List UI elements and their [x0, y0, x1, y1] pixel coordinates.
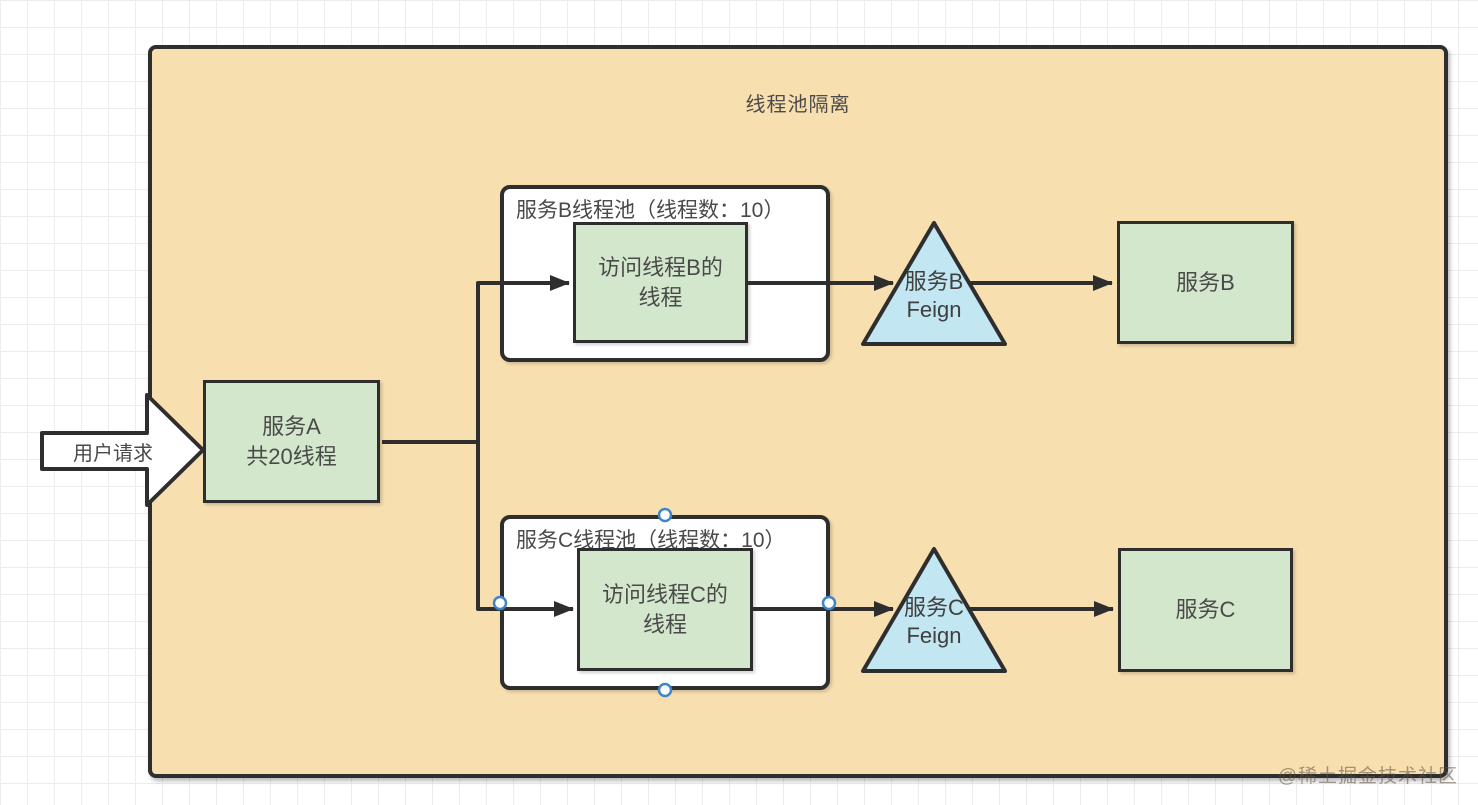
service-a-label-line1: 服务A: [262, 413, 321, 439]
service-b-node[interactable]: 服务B: [1117, 221, 1294, 344]
worker-b-node[interactable]: 访问线程B的 线程: [573, 222, 748, 343]
service-a-label-line2: 共20线程: [246, 443, 337, 469]
service-c-label: 服务C: [1175, 597, 1236, 622]
service-c-node[interactable]: 服务C: [1118, 548, 1293, 672]
service-b-label: 服务B: [1176, 269, 1235, 295]
service-a-node[interactable]: 服务A 共20线程: [203, 380, 380, 503]
worker-b-label-line1: 访问线程B的: [598, 254, 723, 280]
worker-c-label-line1: 访问线程C的: [602, 581, 728, 607]
worker-c-node[interactable]: 访问线程C的 线程: [577, 548, 753, 671]
diagram-title: 线程池隔离: [745, 94, 851, 116]
watermark: @稀土掘金技术社区: [1277, 766, 1458, 787]
pool-c-header: 服务C线程池（线程数：10）: [516, 529, 786, 552]
user-request-label: 用户请求: [73, 443, 153, 465]
pool-b-header: 服务B线程池（线程数：10）: [516, 199, 785, 222]
worker-b-label-line2: 线程: [638, 284, 683, 310]
worker-c-label-line2: 线程: [642, 611, 687, 637]
